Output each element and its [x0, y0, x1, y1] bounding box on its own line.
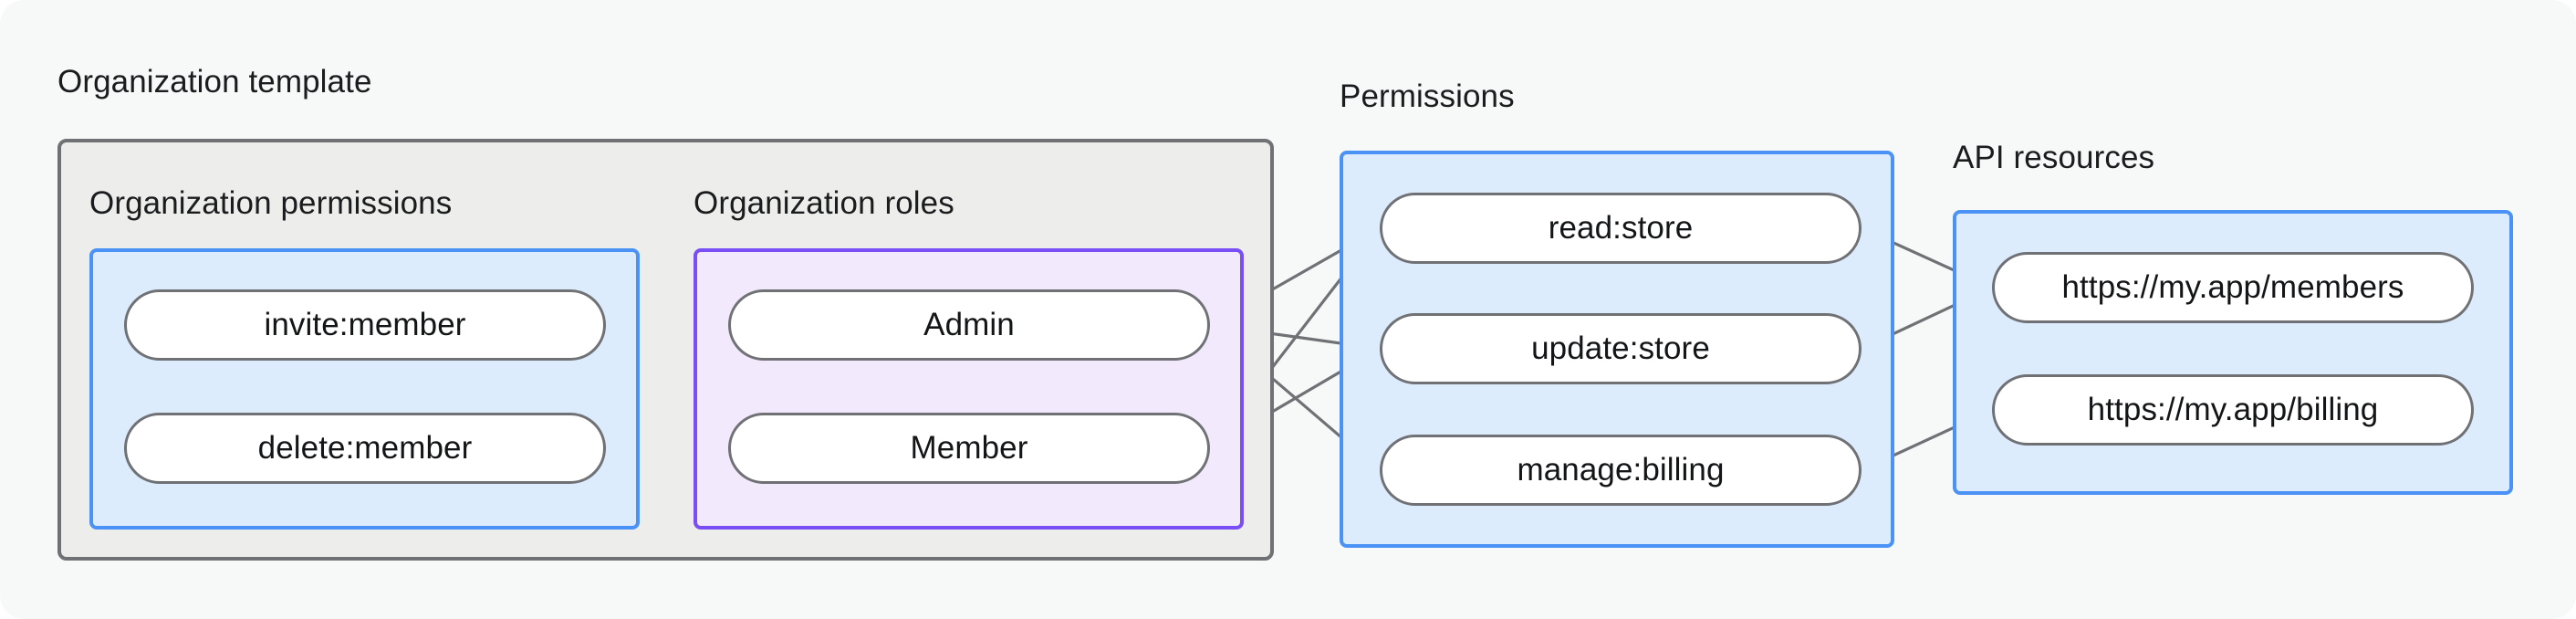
node-billing-url[interactable]: https://my.app/billing	[1992, 374, 2474, 446]
node-label-read-store: read:store	[1548, 210, 1694, 246]
node-label-delete-member: delete:member	[257, 430, 473, 466]
node-invite-member[interactable]: invite:member	[124, 289, 606, 361]
node-label-member: Member	[910, 430, 1028, 466]
node-admin[interactable]: Admin	[728, 289, 1210, 361]
group-title-organization-permissions: Organization permissions	[89, 185, 453, 221]
group-title-api-resources: API resources	[1953, 140, 2155, 175]
node-label-members-url: https://my.app/members	[2061, 269, 2404, 305]
node-label-manage-billing: manage:billing	[1517, 452, 1725, 488]
node-manage-billing[interactable]: manage:billing	[1380, 435, 1862, 506]
group-title-organization-roles: Organization roles	[694, 185, 954, 221]
node-label-invite-member: invite:member	[264, 307, 466, 342]
group-title-organization-template: Organization template	[57, 64, 372, 100]
node-label-admin: Admin	[923, 307, 1015, 342]
node-members-url[interactable]: https://my.app/members	[1992, 252, 2474, 323]
node-update-store[interactable]: update:store	[1380, 313, 1862, 384]
node-read-store[interactable]: read:store	[1380, 193, 1862, 264]
node-label-billing-url: https://my.app/billing	[2087, 392, 2379, 427]
node-delete-member[interactable]: delete:member	[124, 413, 606, 484]
group-title-permissions: Permissions	[1340, 79, 1515, 114]
node-member[interactable]: Member	[728, 413, 1210, 484]
node-label-update-store: update:store	[1531, 330, 1710, 366]
